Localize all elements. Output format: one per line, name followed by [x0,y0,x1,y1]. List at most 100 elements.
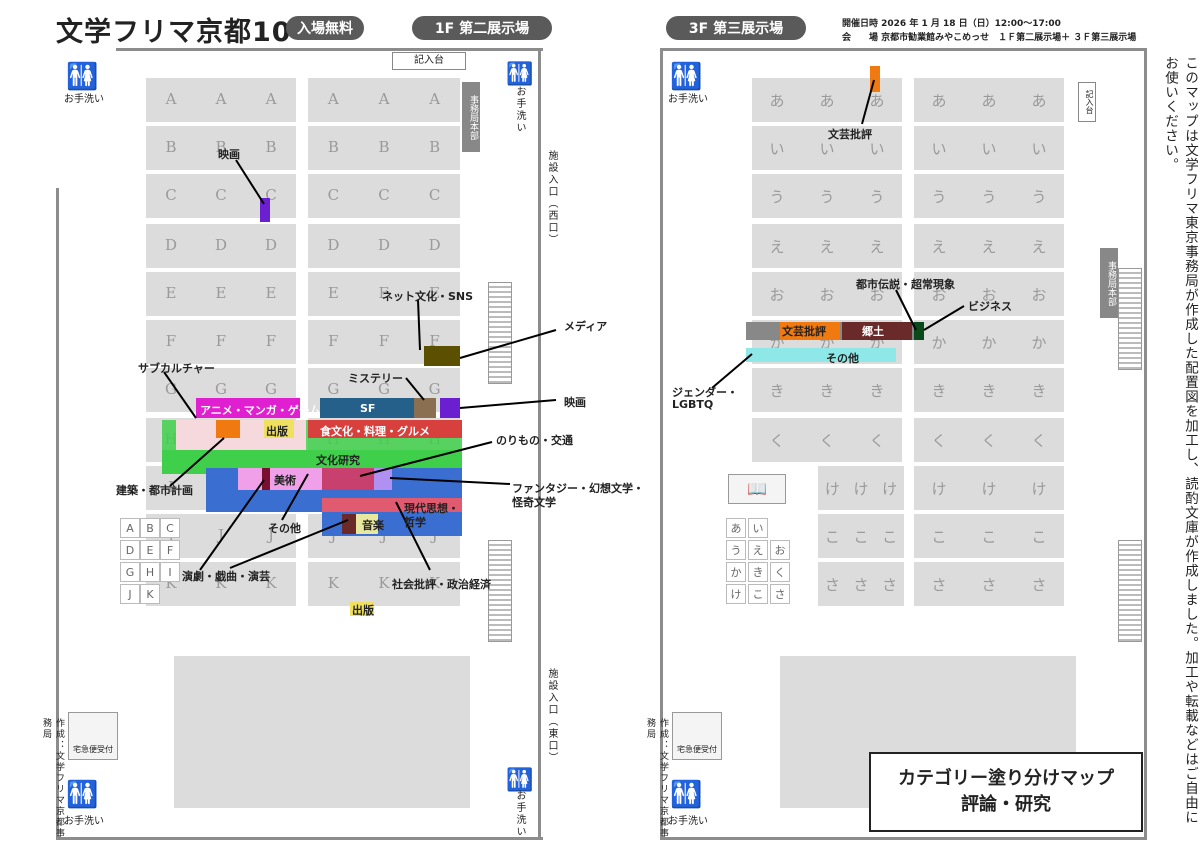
row-letter: D [264,236,278,254]
kana-key-cell: こ [748,584,768,604]
3f-left-row-3: えええ [752,224,902,268]
toilet-label-1f-right-bottom: お手洗い [514,790,525,838]
kana-key-cell: き [748,562,768,582]
row-letter: A [327,90,339,108]
alpha-key-cell: G [120,562,140,582]
row-letter: さ [882,576,898,594]
row-letter: え [819,238,835,256]
alpha-key-cell: F [160,540,180,560]
3f-left-row-2: ううう [752,174,902,218]
row-letter: K [327,574,339,592]
3f-right-row-letters: くくく [914,430,1064,451]
row-letter: こ [853,528,869,546]
label-shuppan-k: 出版 [352,604,374,617]
3f-left-row-letters: さささ [818,574,904,595]
3f-right-row-letters: えええ [914,236,1064,257]
row-letter: あ [1031,92,1047,110]
event-date: 開催日時 2026 年 1 月 18 日（日）12:00〜17:00 [842,19,1061,29]
row-letter: D [428,236,441,254]
3f-left-row-10: さささ [818,562,904,606]
cat-social-block [322,498,462,512]
row-letter: こ [882,528,898,546]
kana-key-cell: く [770,562,790,582]
label-philosophy: 哲学 [404,516,426,529]
row-letter: F [328,332,339,350]
toilet-label-1f-top: お手洗い [64,94,104,105]
row-letter: G [428,380,441,398]
row-letter: さ [981,576,997,594]
label-media: メディア [564,320,608,333]
open-area-1f [174,656,470,808]
row-letter: F [265,332,277,350]
row-letter: く [1031,432,1047,450]
row-letter: こ [981,528,997,546]
row-letter: い [869,140,885,158]
label-music: 音楽 [362,519,384,532]
row-letter: け [981,480,997,498]
row-letter: F [429,332,440,350]
row-letter: C [428,186,441,204]
row-letter: K [265,574,277,592]
admission-badge: 入場無料 [286,16,364,40]
hall-1f-outline [56,48,543,840]
cat-sf-block [320,398,416,418]
3f-left-row-letters: ききき [752,380,902,401]
3f-left-row-letters: おおお [752,284,902,305]
row-letter: B [215,138,227,156]
toilet-icon: 🚻 [506,62,534,87]
row-letter: う [931,188,947,206]
cat-fantasy-block [374,468,392,490]
row-letter: K [215,574,227,592]
row-letter: あ [981,92,997,110]
3f-left-row-letters: えええ [752,236,902,257]
row-letter: く [869,432,885,450]
delivery-desk-1f: 宅急便受付 [68,712,118,760]
label3-lgbtq: LGBTQ [672,398,714,411]
row-letter: F [165,332,177,350]
row-letter: き [1031,382,1047,400]
alpha-key-cell: J [120,584,140,604]
3f-right-row-letters: ききき [914,380,1064,401]
legend-line2: 評論・研究 [961,794,1051,815]
label-food: 食文化・料理・グルメ [320,425,430,438]
row-letter: き [869,382,885,400]
3f-right-row-letters: あああ [914,90,1064,111]
row-letter: A [215,90,227,108]
row-letter: け [824,480,840,498]
alpha-key-cell: K [140,584,160,604]
3f-right-row-4: おおお [914,272,1064,316]
row-letter: え [1031,238,1047,256]
row-letter: か [931,334,947,352]
row-letter: I [168,478,174,496]
alpha-key-cell: I [160,562,180,582]
row-letter: い [819,140,835,158]
delivery-desk-3f: 宅急便受付 [672,712,722,760]
cat3-literary-block [780,322,840,340]
row-letter: D [327,236,340,254]
escalator-1f-top [488,282,512,384]
info-desk-1f: 事務局本部 [462,82,480,152]
row-letter: く [931,432,947,450]
row-letter: C [165,186,177,204]
delivery-label: 宅急便受付 [677,745,717,754]
cat-shuppan-k-block [350,602,374,616]
label-theater: 演劇・戯曲・演芸 [182,570,270,583]
3f-right-row-6: ききき [914,368,1064,412]
escalator-1f-bottom [488,540,512,642]
row-letter: B [327,138,339,156]
row-letter: あ [819,92,835,110]
row-letter: い [769,140,785,158]
row-letter: K [378,574,390,592]
row-letter: お [981,286,997,304]
kana-key-cell: か [726,562,746,582]
